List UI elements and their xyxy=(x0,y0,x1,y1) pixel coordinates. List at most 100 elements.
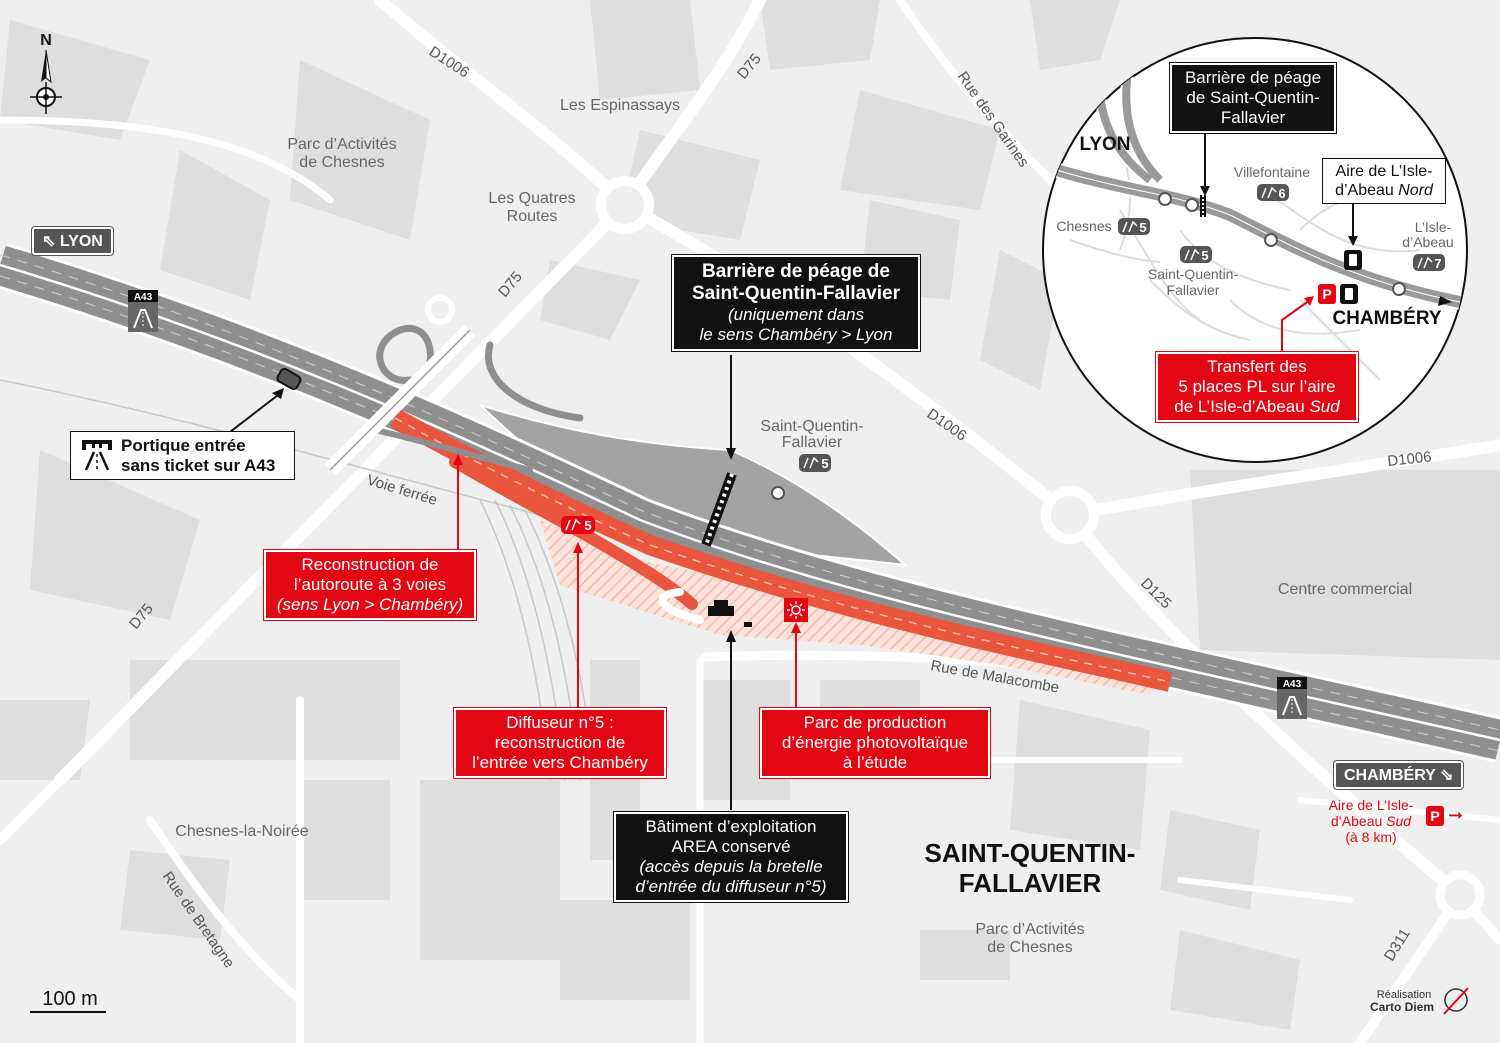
inset-fuel-icon-sud xyxy=(1340,284,1358,304)
callout-portique: Portique entrée sans ticket sur A43 xyxy=(70,431,295,480)
callout-reconstruction: Reconstruction de l’autoroute à 3 voies … xyxy=(263,549,477,621)
road-d1006-a: D1006 xyxy=(426,43,472,81)
inset-callout-barrier-line-3: Fallavier xyxy=(1220,108,1286,127)
place-parc-chesnes-north-1: Parc d’Activités xyxy=(287,136,396,153)
svg-text:100 m: 100 m xyxy=(42,988,98,1010)
inset-callout-transfer-line-2: 5 places PL sur l’aire xyxy=(1178,377,1336,396)
direction-sign-lyon: ⇖ LYON xyxy=(31,226,114,256)
inset-map: 5 5 6 7 P LYON CHAMBÉRY xyxy=(1042,37,1468,463)
direction-sign-chambery-label: CHAMBÉRY xyxy=(1344,767,1436,784)
inset-fuel-icon-nord xyxy=(1344,250,1362,270)
svg-text:P: P xyxy=(1322,286,1331,302)
road-d311: D311 xyxy=(1381,926,1414,964)
callout-diffuseur-line-3: l’entrée vers Chambéry xyxy=(472,753,648,772)
svg-text:6: 6 xyxy=(1278,186,1285,201)
inset-lyon: LYON xyxy=(1079,134,1130,155)
inset-exit5a: 5 xyxy=(1118,218,1150,235)
callout-aire-sud-line-2-italic: Sud xyxy=(1386,813,1412,829)
road-d75-a: D75 xyxy=(734,51,765,83)
callout-diffuseur-line-1: Diffuseur n°5 : xyxy=(506,713,614,732)
inset-isle-1: L’Isle- xyxy=(1415,219,1452,235)
inset-callout-transfer-line-3-italic: Sud xyxy=(1309,397,1340,416)
service-road xyxy=(658,588,704,624)
svg-text:5: 5 xyxy=(1139,220,1146,235)
scale-bar: 100 m xyxy=(30,988,106,1013)
place-sqf-2: Fallavier xyxy=(782,434,843,451)
callout-portique-line-1: Portique entrée xyxy=(121,436,246,455)
inset-callout-barrier-line-2: de Saint-Quentin- xyxy=(1186,88,1320,107)
place-centre-commercial: Centre commercial xyxy=(1278,581,1412,598)
inset-sqf-2: Fallavier xyxy=(1167,282,1220,298)
callout-aire-sud-line-1: Aire de L’Isle- xyxy=(1328,797,1414,813)
a43-shield-east: A43 xyxy=(1277,677,1307,719)
svg-text:5: 5 xyxy=(821,456,828,471)
town-label-2: FALLAVIER xyxy=(959,868,1102,898)
svg-text:N: N xyxy=(40,32,52,49)
solar-icon xyxy=(784,598,808,622)
svg-text:Réalisation: Réalisation xyxy=(1377,989,1431,1001)
north-arrow: N xyxy=(30,32,62,114)
motorway-a43 xyxy=(0,242,1500,763)
aire-sud-arrow-icon: ➞ xyxy=(1448,805,1464,826)
road-voie-ferree: Voie ferrée xyxy=(365,472,439,509)
callout-reconstruction-line-1: Reconstruction de xyxy=(301,555,439,574)
callout-diffuseur-line-2: reconstruction de xyxy=(494,733,626,752)
arrow-left-icon: ⇖ xyxy=(42,233,56,250)
callout-batiment-line-3: (accès depuis la bretelle xyxy=(639,857,823,876)
road-d75-b: D75 xyxy=(495,269,526,301)
place-parc-chesnes-south-1: Parc d’Activités xyxy=(975,921,1084,938)
inset-isle-2: d’Abeau xyxy=(1402,234,1453,250)
a43-shield-west: A43 xyxy=(128,290,158,332)
inset-exit7: 7 xyxy=(1413,254,1445,271)
inset-callout-aire-nord: Aire de L’Isle- d’Abeau Nord xyxy=(1322,158,1446,204)
inset-exit5b: 5 xyxy=(1180,246,1212,263)
road-d1006-c: D1006 xyxy=(1387,448,1433,470)
place-parc-chesnes-north-2: de Chesnes xyxy=(299,154,384,171)
callout-toll-barrier-title-1: Barrière de péage de xyxy=(702,261,890,282)
callout-toll-barrier-note-2: le sens Chambéry > Lyon xyxy=(699,325,893,344)
inset-callout-transfer-line-1: Transfert des xyxy=(1207,357,1307,376)
toll-barrier-marker xyxy=(701,472,737,547)
callout-aire-sud-line-3: (à 8 km) xyxy=(1345,829,1397,845)
callout-batiment-line-1: Bâtiment d’exploitation xyxy=(645,817,817,836)
gantry-marker xyxy=(276,367,302,391)
callout-toll-barrier: Barrière de péage de Saint-Quentin-Falla… xyxy=(671,254,921,352)
exit5-node xyxy=(771,486,785,500)
exit5-badge-main: 5 xyxy=(799,454,831,472)
svg-text:5: 5 xyxy=(1201,248,1208,263)
inset-callout-barrier-line-1: Barrière de péage xyxy=(1184,68,1322,87)
callout-batiment-line-4: d’entrée du diffuseur n°5) xyxy=(635,877,827,896)
svg-text:A43: A43 xyxy=(1283,679,1302,690)
callout-arrows xyxy=(229,355,801,810)
svg-text:5: 5 xyxy=(584,518,591,533)
inset-callout-aire-nord-line-2-italic: Nord xyxy=(1398,182,1433,199)
callout-photovoltaic-line-2: d’énergie photovoltaïque xyxy=(781,733,969,752)
callout-toll-barrier-title-2: Saint-Quentin-Fallavier xyxy=(692,283,900,304)
inset-chesnes: Chesnes xyxy=(1056,218,1111,234)
direction-sign-lyon-label: LYON xyxy=(59,233,103,250)
callout-reconstruction-line-2: l’autoroute à 3 voies xyxy=(293,575,447,594)
direction-sign-chambery: CHAMBÉRY ⇘ xyxy=(1332,760,1465,790)
callout-batiment: Bâtiment d’exploitation AREA conservé (a… xyxy=(613,811,849,903)
roundabouts xyxy=(425,176,1485,920)
callout-aire-sud-line-2: d’Abeau xyxy=(1330,813,1383,829)
svg-text:A43: A43 xyxy=(134,292,153,303)
inset-callout-barrier: Barrière de péage de Saint-Quentin- Fall… xyxy=(1169,62,1337,134)
place-espinassays: Les Espinassays xyxy=(560,97,680,114)
callout-batiment-line-2: AREA conservé xyxy=(671,837,791,856)
callout-photovoltaic: Parc de production d’énergie photovoltaï… xyxy=(759,707,991,779)
credit: Réalisation Carto Diem xyxy=(1370,987,1469,1015)
place-quatre-routes-1: Les Quatres xyxy=(488,190,575,207)
inset-callout-aire-nord-line-1: Aire de L’Isle- xyxy=(1335,163,1433,180)
inset-sqf-1: Saint-Quentin- xyxy=(1148,266,1239,282)
inset-parking-icon: P xyxy=(1318,284,1336,304)
arrow-right-icon: ⇘ xyxy=(1440,767,1454,784)
town-label-1: SAINT-QUENTIN- xyxy=(925,838,1136,868)
callout-aire-sud: Aire de L’Isle- d’Abeau Sud (à 8 km) xyxy=(1316,797,1426,845)
inset-callout-transfer: Transfert des 5 places PL sur l’aire de … xyxy=(1155,351,1359,423)
svg-text:7: 7 xyxy=(1434,256,1441,271)
place-chesnes-la-noiree: Chesnes-la-Noirée xyxy=(175,823,308,840)
gantry-icon xyxy=(82,440,112,471)
